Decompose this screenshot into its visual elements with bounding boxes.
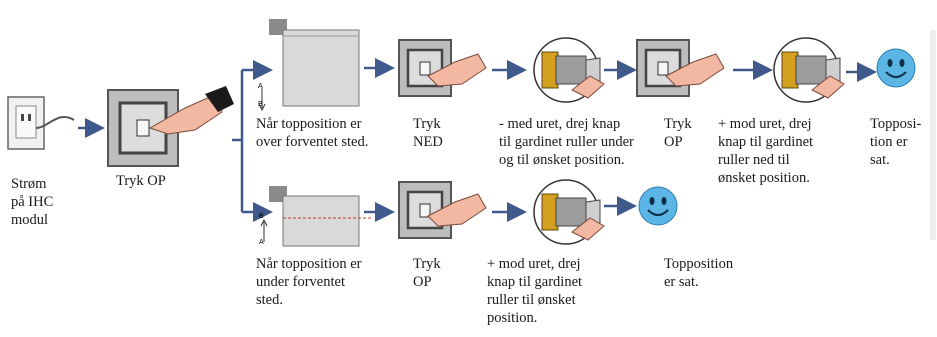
hand-pressing-icon xyxy=(148,86,234,135)
press-up-start-label: Tryk OP xyxy=(116,173,166,189)
smiley-icon xyxy=(638,186,678,226)
button-panel-icon xyxy=(636,39,690,97)
roller-blind-icon xyxy=(260,186,372,247)
marker-a-top: A xyxy=(258,83,263,90)
instruction-ccw-label: - med uret, drej knap til gardinet rulle… xyxy=(499,116,634,168)
motor-knob-icon xyxy=(533,37,605,103)
hand-pressing-icon xyxy=(427,53,487,87)
marker-b-bottom: B xyxy=(259,213,264,220)
instruction-cw-bottom-label: + mod uret, drej knap til gardinet rulle… xyxy=(487,256,583,326)
press-up-top-label: Tryk OP xyxy=(664,116,692,150)
top-above-expected-label: Når topposition er over forventet sted. xyxy=(256,116,369,150)
branch-arrows xyxy=(232,60,273,222)
marker-b-top: B xyxy=(258,101,263,108)
hand-pressing-icon xyxy=(427,193,487,227)
top-set-top-label: Topposi- tion er sat. xyxy=(870,116,922,168)
motor-knob-icon xyxy=(773,37,845,103)
smiley-icon xyxy=(876,48,916,88)
hand-pressing-icon xyxy=(665,53,725,87)
marker-a-bottom: A xyxy=(259,239,264,246)
motor-knob-icon xyxy=(533,179,605,245)
press-up-bottom-label: Tryk OP xyxy=(413,256,441,290)
top-below-expected-label: Når topposition er under forventet sted. xyxy=(256,256,362,308)
roller-blind-icon xyxy=(258,19,360,112)
top-set-bottom-label: Topposition er sat. xyxy=(664,256,734,290)
power-label: Strøm på IHC modul xyxy=(11,176,54,228)
instruction-cw-top-label: + mod uret, drej knap til gardinet rulle… xyxy=(718,116,814,186)
press-down-label: Tryk NED xyxy=(413,116,443,150)
wall-outlet-icon xyxy=(7,96,75,150)
page-edge xyxy=(930,30,936,240)
